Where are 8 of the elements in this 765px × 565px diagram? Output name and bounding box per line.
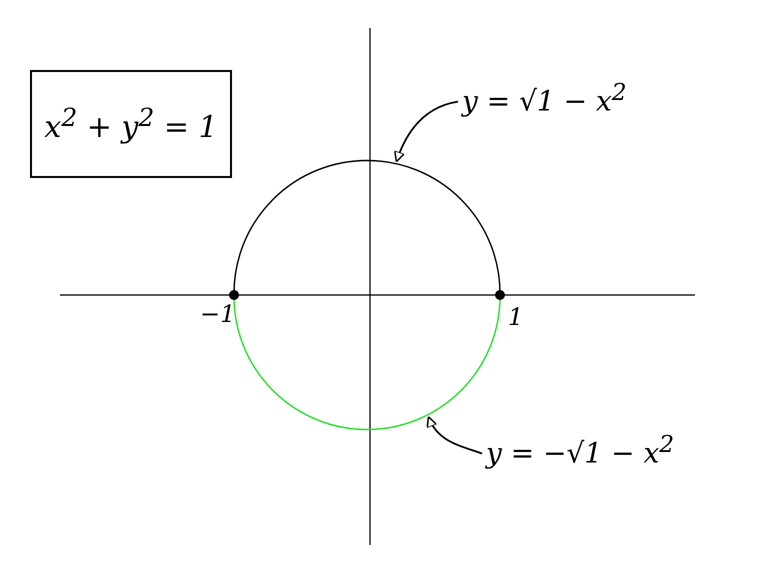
axis-tick-label: 1 xyxy=(508,303,524,331)
formula-box xyxy=(30,70,232,178)
axis-tick-label: −1 xyxy=(200,300,236,328)
equation-label: y = −√1 − x$^{2}$ xyxy=(486,430,674,470)
equation-text: x$^{2}$ + y$^{2}$ = 1 xyxy=(44,103,218,145)
equation-label: y = √1 − x$^{2}$ xyxy=(462,78,627,118)
arrow xyxy=(394,100,458,162)
arrow xyxy=(427,416,482,454)
